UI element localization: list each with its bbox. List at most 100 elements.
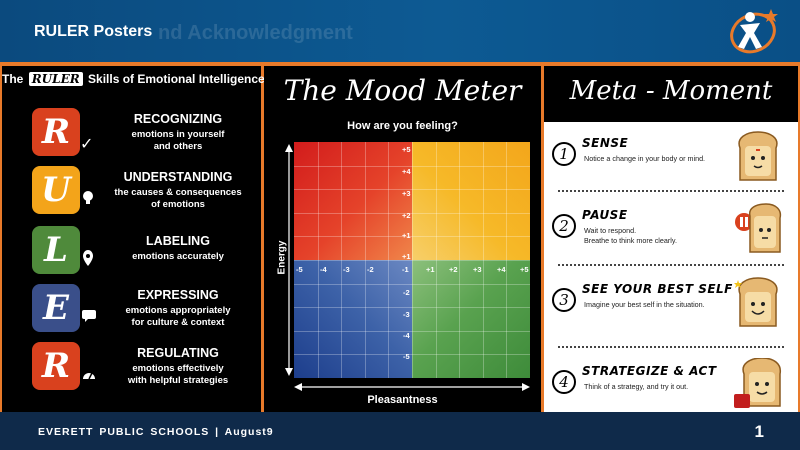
- ruler-desc-line: emotions effectively: [132, 363, 224, 374]
- pleasantness-axis-arrow: [294, 383, 530, 391]
- step-desc: Notice a change in your body or mind.: [584, 154, 734, 164]
- ruler-desc-line: emotions appropriately: [125, 305, 231, 316]
- meta-step-pause: 2 PAUSE Wait to respond. Breathe to thin…: [544, 198, 798, 260]
- axis-tick-label: -5: [296, 265, 303, 274]
- ruler-poster-title: The RULER Skills of Emotional Intelligen…: [2, 72, 265, 86]
- ruler-desc-line: emotions accurately: [132, 251, 224, 262]
- quadrant-yellow: [412, 142, 530, 260]
- axis-tick-label: -4: [403, 331, 410, 340]
- ruler-skill-head: UNDERSTANDING: [123, 170, 233, 184]
- step-title: PAUSE: [582, 208, 628, 222]
- ruler-skill-head: RECOGNIZING: [133, 112, 223, 126]
- page-number: 1: [754, 422, 764, 441]
- axis-tick-label: +3: [473, 265, 482, 274]
- grid-line-horizontal: [294, 307, 530, 309]
- meta-moment-poster: Meta - Moment 1 SENSE Notice a change in…: [544, 66, 798, 412]
- axis-tick-label: +2: [449, 265, 458, 274]
- step-number: 2: [552, 214, 576, 238]
- ruler-letter-tile: R: [32, 108, 80, 156]
- axis-tick-label: -3: [343, 265, 350, 274]
- ruler-letter-tile: R: [32, 342, 80, 390]
- step-number: 1: [552, 142, 576, 166]
- grid-line-horizontal: [294, 330, 530, 332]
- ruler-title-prefix: The: [2, 72, 24, 86]
- header-bar: nd Acknowledgment RULER Posters: [0, 0, 800, 62]
- step-divider: [558, 190, 784, 192]
- meta-moment-title: Meta - Moment: [569, 76, 773, 106]
- ruler-letter-tile: L: [32, 226, 80, 274]
- mood-meter-grid: +5+4+3+2+1+1-2-3-4-5-5-4-3-2-1+1+2+3+4+5: [294, 142, 530, 378]
- axis-tick-label: -3: [403, 310, 410, 319]
- step-desc-line: Breathe to think more clearly.: [584, 236, 677, 245]
- header-ghost-text: nd Acknowledgment: [158, 22, 353, 44]
- step-desc-line: Think of a strategy, and try it out.: [584, 382, 689, 391]
- step-number: 4: [552, 370, 576, 394]
- poster-panels: The RULER Skills of Emotional Intelligen…: [0, 62, 800, 412]
- ruler-row-expressing: E EXPRESSING emotions appropriately for …: [2, 280, 261, 338]
- step-number: 3: [552, 288, 576, 312]
- toast-strategy-icon: [734, 358, 782, 408]
- grid-line-vertical: [341, 142, 343, 378]
- axis-tick-label: -5: [403, 352, 410, 361]
- axis-tick-label: +1: [402, 231, 411, 240]
- grid-line-vertical: [506, 142, 508, 378]
- step-desc-line: Imagine your best self in the situation.: [584, 300, 705, 309]
- ruler-letter-tile: E: [32, 284, 80, 332]
- ruler-skill-desc: emotions accurately: [94, 251, 262, 263]
- step-title: STRATEGIZE & ACT: [582, 364, 717, 378]
- ruler-skill-desc: emotions appropriately for culture & con…: [94, 305, 262, 329]
- mood-meter-title: The Mood Meter: [283, 74, 522, 107]
- quadrant-red: [294, 142, 412, 260]
- grid-line-horizontal: [294, 189, 530, 191]
- step-desc: Imagine your best self in the situation.: [584, 300, 734, 310]
- axis-tick-label: -2: [403, 288, 410, 297]
- grid-line-horizontal: [294, 212, 530, 214]
- ruler-desc-line: for culture & context: [131, 317, 225, 328]
- ruler-letter-tile: U: [32, 166, 80, 214]
- quadrant-blue: [294, 260, 412, 378]
- step-desc: Wait to respond. Breathe to think more c…: [584, 226, 734, 246]
- axis-tick-label: +2: [402, 211, 411, 220]
- grid-line-vertical: [435, 142, 437, 378]
- axis-tick-label: +5: [402, 145, 411, 154]
- district-logo-icon: [730, 9, 778, 54]
- energy-axis-arrow: [285, 144, 293, 376]
- grid-line-horizontal: [294, 165, 530, 167]
- grid-line-horizontal: [294, 283, 530, 285]
- step-divider: [558, 264, 784, 266]
- grid-line-vertical: [317, 142, 319, 378]
- grid-line-horizontal: [294, 236, 530, 238]
- axis-tick-label: +3: [402, 189, 411, 198]
- ruler-skill-head: EXPRESSING: [137, 288, 219, 302]
- grid-line-horizontal: [294, 354, 530, 356]
- axis-tick-label: -4: [320, 265, 327, 274]
- grid-line-vertical: [459, 142, 461, 378]
- ruler-desc-line: emotions in yourself: [131, 129, 225, 140]
- ruler-row-recognizing: R ✓ RECOGNIZING emotions in yourself and…: [2, 104, 261, 162]
- ruler-skill-desc: emotions effectively with helpful strate…: [94, 363, 262, 387]
- ruler-skill-head: LABELING: [146, 234, 210, 248]
- gauge-icon: [83, 372, 95, 380]
- meta-step-sense: 1 SENSE Notice a change in your body or …: [544, 126, 798, 188]
- mood-meter-poster: The Mood Meter How are you feeling? +5 +4…: [264, 66, 541, 412]
- energy-axis-label: Energy: [276, 240, 288, 275]
- ruler-row-labeling: L LABELING emotions accurately: [2, 222, 261, 280]
- meta-step-best-self: 3 SEE YOUR BEST SELF Imagine your best s…: [544, 272, 798, 334]
- step-desc-line: Wait to respond.: [584, 226, 637, 235]
- ruler-row-understanding: U UNDERSTANDING the causes & consequence…: [2, 162, 261, 220]
- axis-tick-label: -2: [367, 265, 374, 274]
- axis-tick-label: +1: [426, 265, 435, 274]
- grid-line-vertical: [482, 142, 484, 378]
- mood-meter-subtitle: How are you feeling?: [347, 120, 458, 132]
- axis-tick-label: +5: [520, 265, 529, 274]
- ruler-desc-line: the causes & consequences: [114, 187, 242, 198]
- ruler-skills-poster: The RULER Skills of Emotional Intelligen…: [2, 66, 265, 412]
- axis-tick-label: +1: [402, 252, 411, 261]
- axis-tick-label: +4: [402, 167, 411, 176]
- toast-pause-icon: [735, 203, 782, 253]
- ruler-skill-desc: the causes & consequences of emotions: [94, 187, 262, 211]
- toast-sensing-icon: [738, 131, 778, 181]
- toast-best-self-icon: [734, 277, 778, 327]
- ruler-desc-line: and others: [153, 141, 203, 152]
- speech-bubble-icon: [82, 310, 96, 322]
